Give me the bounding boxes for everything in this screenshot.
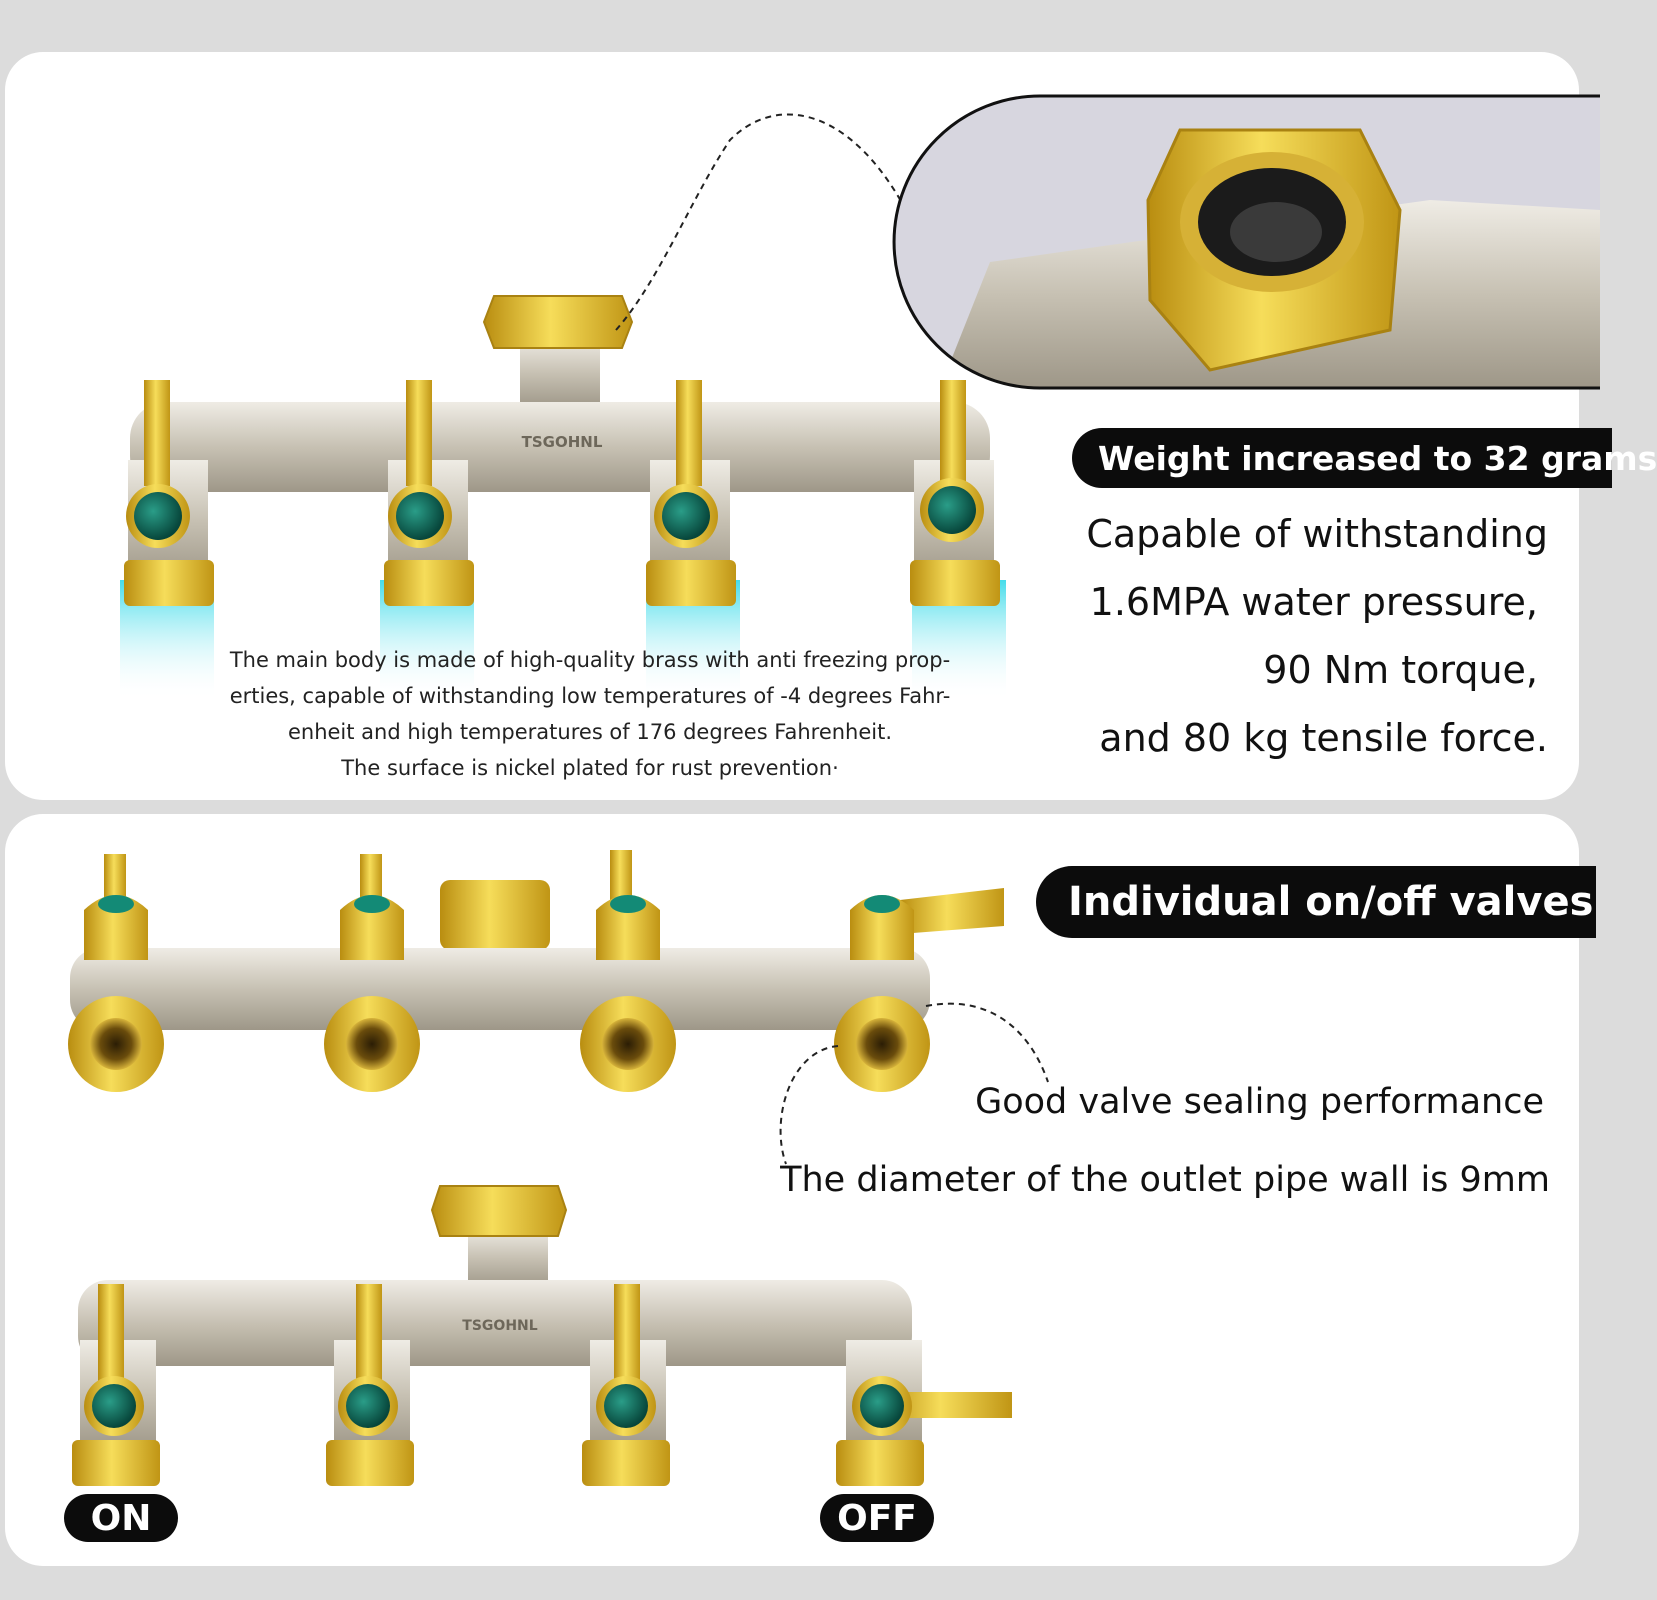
valve-lever <box>144 380 170 486</box>
manifold-body <box>130 402 990 492</box>
valve-knob <box>354 895 390 913</box>
weight-badge: Weight increased to 32 grams <box>1072 428 1657 488</box>
spec-line: 90 Nm torque, <box>1263 648 1538 692</box>
thread <box>646 560 736 606</box>
outlet-bore <box>602 1018 654 1070</box>
thread <box>384 560 474 606</box>
thread <box>836 1440 924 1486</box>
valve-knob <box>860 1384 904 1428</box>
sealing-caption: Good valve sealing performance <box>975 1082 1544 1122</box>
inlet-nut <box>430 1185 568 1237</box>
brand-engraving: TSGOHNL <box>462 1318 537 1334</box>
valve-lever <box>104 854 126 904</box>
description-line: erties, capable of withstanding low temp… <box>229 684 951 708</box>
off-label: OFF <box>820 1494 934 1542</box>
on-label: ON <box>64 1494 178 1542</box>
description-line: The surface is nickel plated for rust pr… <box>341 756 839 780</box>
description-line: The main body is made of high-quality br… <box>229 648 951 672</box>
top-manifold: TSGOHNL <box>120 295 1006 700</box>
thread <box>72 1440 160 1486</box>
outlet <box>910 380 1000 606</box>
valve-knob <box>864 895 900 913</box>
thread <box>326 1440 414 1486</box>
outlet <box>646 380 736 606</box>
callout-line <box>925 1002 1049 1083</box>
manifold-body <box>78 1280 912 1366</box>
spec-line: and 80 kg tensile force. <box>1099 716 1548 760</box>
front-manifold <box>68 850 1004 1092</box>
valves-badge: Individual on/off valves <box>1036 866 1596 938</box>
outlet <box>582 1284 670 1486</box>
outlet-bore <box>90 1018 142 1070</box>
valve-lever <box>900 888 1004 934</box>
outlet-front <box>834 888 1004 1092</box>
valve-lever <box>356 1284 382 1394</box>
valve-knob <box>134 492 182 540</box>
thread <box>910 560 1000 606</box>
outlet <box>124 380 214 606</box>
valve-lever <box>940 380 966 486</box>
valve-lever <box>676 380 702 486</box>
valve-knob <box>610 895 646 913</box>
valve-knob <box>346 1384 390 1428</box>
valve-knob <box>928 486 976 534</box>
side-manifold: TSGOHNL <box>72 1185 1012 1486</box>
valve-knob <box>98 895 134 913</box>
valve-lever <box>98 1284 124 1394</box>
manifold-body <box>70 948 930 1030</box>
bottom-panel <box>5 814 1579 1566</box>
diameter-caption: The diameter of the outlet pipe wall is … <box>780 1160 1550 1200</box>
spec-line: Capable of withstanding <box>1086 512 1548 556</box>
valve-knob <box>604 1384 648 1428</box>
callout-line <box>615 113 917 331</box>
brand-engraving: TSGOHNL <box>522 433 603 451</box>
outlet <box>326 1284 414 1486</box>
outlet-front <box>580 850 676 1092</box>
valve-lever <box>614 1284 640 1394</box>
outlet <box>836 1340 1012 1486</box>
outlet <box>72 1284 160 1486</box>
valve-knob <box>396 492 444 540</box>
valve-lever <box>610 850 632 902</box>
thread <box>582 1440 670 1486</box>
valve-lever <box>360 854 382 904</box>
outlet <box>384 380 474 606</box>
outlet-front <box>68 854 164 1092</box>
valve-knob <box>662 492 710 540</box>
inlet-nut <box>482 295 634 349</box>
spec-line: 1.6MPA water pressure, <box>1089 580 1538 624</box>
zoom-inset <box>892 94 1600 390</box>
outlet-bore <box>346 1018 398 1070</box>
outlet-bore <box>856 1018 908 1070</box>
valve-lever <box>406 380 432 486</box>
thread <box>124 560 214 606</box>
description-line: enheit and high temperatures of 176 degr… <box>287 720 893 744</box>
callout-line <box>779 1045 839 1165</box>
outlet-front <box>324 854 420 1092</box>
product-illustration: TSGOHNL <box>68 94 1600 1486</box>
valve-knob <box>92 1384 136 1428</box>
inlet-nut <box>440 880 550 950</box>
